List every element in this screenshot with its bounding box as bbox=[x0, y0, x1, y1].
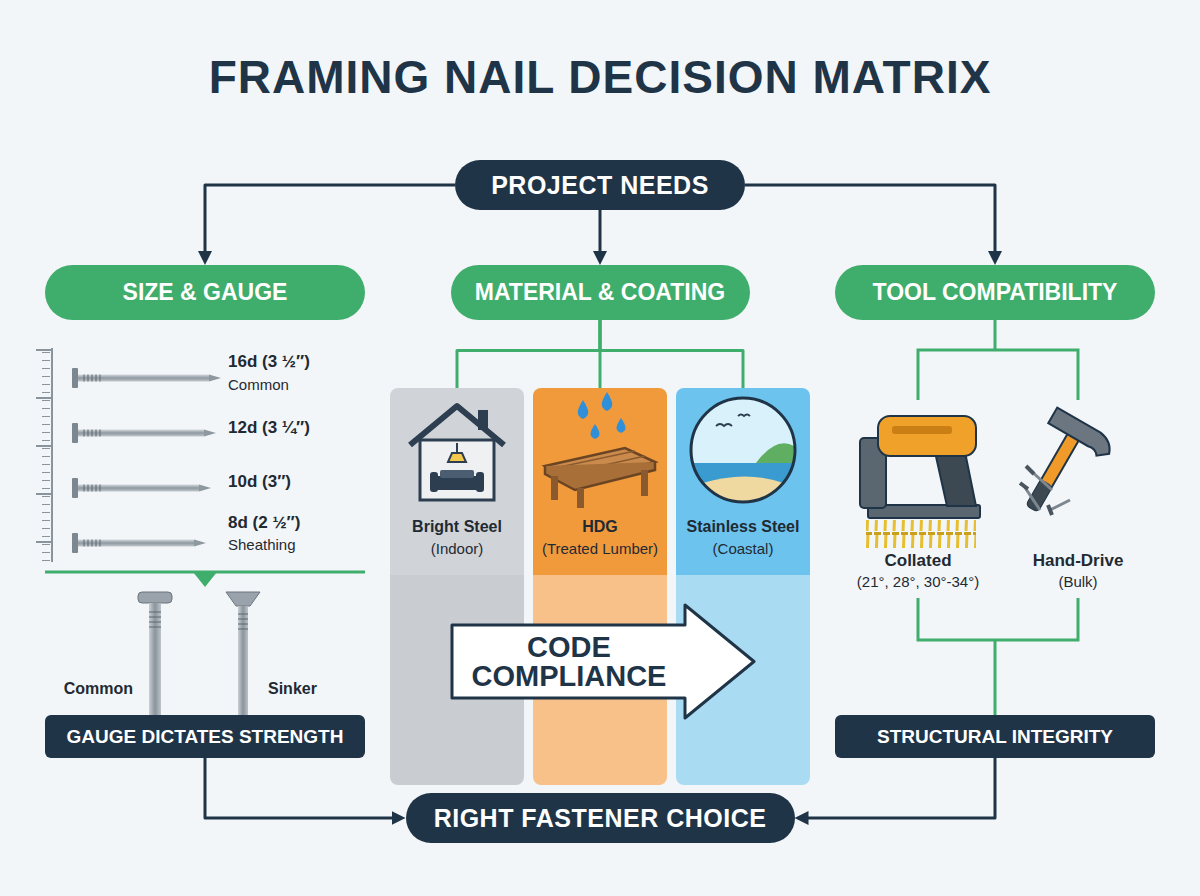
nail-12d-part bbox=[84, 430, 100, 437]
connector bbox=[745, 185, 995, 259]
result-bar: GAUGE DICTATES STRENGTH bbox=[45, 715, 365, 758]
nail-gun-part bbox=[866, 520, 976, 548]
node-heading: STRUCTURAL INTEGRITY bbox=[877, 726, 1113, 748]
node-heading: MATERIAL & COATING bbox=[475, 279, 725, 306]
common-nail-part bbox=[149, 603, 161, 715]
nail-type-label: Sheathing bbox=[228, 536, 296, 553]
node-heading: RIGHT FASTENER CHOICE bbox=[434, 804, 767, 833]
nail-12d-part bbox=[204, 430, 216, 437]
nail-16d-part bbox=[209, 375, 221, 382]
ruler-part bbox=[36, 350, 52, 542]
nail-size-label: 10d (3″) bbox=[228, 472, 291, 492]
nail-type-label: Sinker bbox=[268, 680, 317, 698]
nail-gun-part bbox=[935, 452, 976, 506]
column-icon bbox=[676, 388, 810, 513]
connector bbox=[600, 320, 743, 388]
nail-12d-part bbox=[78, 430, 204, 437]
tool-bracket-part bbox=[918, 320, 1078, 400]
tool-note: (Bulk) bbox=[1058, 573, 1097, 590]
category-pill: SIZE & GAUGE bbox=[45, 265, 365, 320]
hammer-part bbox=[1020, 466, 1052, 515]
node-heading: TOOL COMPATIBILITY bbox=[873, 279, 1118, 306]
connector bbox=[801, 758, 996, 818]
column-icon bbox=[390, 388, 524, 513]
nail-12d-part bbox=[72, 423, 78, 443]
connector bbox=[205, 185, 455, 259]
common-nail-part bbox=[138, 592, 172, 603]
category-pill: TOOL COMPATIBILITY bbox=[835, 265, 1155, 320]
nail-10d-part bbox=[84, 485, 100, 492]
node-heading: GAUGE DICTATES STRENGTH bbox=[67, 726, 344, 748]
nail-8d-part bbox=[194, 540, 206, 547]
common-nail bbox=[138, 592, 172, 715]
category-pill: MATERIAL & COATING bbox=[451, 265, 750, 320]
connector bbox=[457, 320, 600, 388]
column-icon-art bbox=[691, 398, 795, 502]
nail-size-label: 8d (2 ½″) bbox=[228, 513, 300, 533]
node-heading: HDG bbox=[582, 518, 618, 536]
hammer-part-part bbox=[1046, 408, 1116, 461]
node-subtext: (Treated Lumber) bbox=[542, 540, 658, 557]
nail-10d-part bbox=[199, 485, 211, 492]
connector bbox=[599, 210, 602, 259]
tool-bracket-part bbox=[918, 598, 1078, 715]
tool-note: (21°, 28°, 30°-34°) bbox=[857, 573, 979, 590]
nail-type-label: Common bbox=[228, 376, 289, 393]
connector bbox=[205, 758, 400, 818]
nail-12d bbox=[72, 423, 216, 443]
ruler-part bbox=[42, 348, 52, 562]
ruler bbox=[36, 348, 52, 562]
node-heading: PROJECT NEEDS bbox=[491, 171, 709, 200]
node-subtext: (Coastal) bbox=[713, 540, 774, 557]
tool-label: Hand-Drive bbox=[1033, 551, 1124, 571]
column-icon-art bbox=[545, 392, 655, 508]
compliance-arrow: CODE COMPLIANCE bbox=[450, 603, 757, 720]
column-icon bbox=[533, 388, 667, 513]
hammer-part bbox=[1007, 408, 1116, 529]
node-heading: Bright Steel bbox=[412, 518, 502, 536]
nail-gun-part bbox=[892, 426, 952, 434]
nail-10d-part bbox=[78, 485, 199, 492]
nail-10d bbox=[72, 478, 211, 498]
material-column: HDG (Treated Lumber) bbox=[533, 388, 667, 785]
node-heading: CODE COMPLIANCE bbox=[454, 625, 684, 698]
hammer-part bbox=[1024, 470, 1070, 510]
sinker-nail-part bbox=[226, 592, 260, 606]
nail-16d-part bbox=[84, 375, 100, 382]
nail-8d-part bbox=[84, 540, 100, 547]
node-heading: Stainless Steel bbox=[687, 518, 800, 536]
root-pill: PROJECT NEEDS bbox=[455, 160, 745, 210]
sinker-nail bbox=[226, 592, 260, 715]
nail-size-label: 16d (3 ½″) bbox=[228, 352, 310, 372]
sinker-nail-part bbox=[238, 614, 248, 629]
node-subtext: (Indoor) bbox=[431, 540, 484, 557]
nail-size-label: 12d (3 ¼″) bbox=[228, 418, 310, 438]
arrow-outline-shape bbox=[452, 605, 754, 718]
node-heading: SIZE & GAUGE bbox=[123, 279, 288, 306]
separator-line-part bbox=[193, 572, 217, 587]
material-column: Stainless Steel (Coastal) bbox=[676, 388, 810, 785]
separator-line bbox=[45, 572, 365, 587]
column-icon-art bbox=[410, 406, 504, 500]
nail-type-label: Common bbox=[64, 680, 133, 698]
nail-gun bbox=[860, 416, 980, 548]
hammer bbox=[1007, 408, 1116, 529]
nail-16d-part bbox=[72, 368, 78, 388]
nail-16d bbox=[72, 368, 221, 388]
common-nail-part bbox=[149, 612, 161, 627]
nail-16d-part bbox=[78, 375, 209, 382]
nail-8d-part bbox=[78, 540, 194, 547]
diagram-title: FRAMING NAIL DECISION MATRIX bbox=[0, 50, 1200, 104]
outcome-pill: RIGHT FASTENER CHOICE bbox=[406, 793, 795, 843]
material-column: Bright Steel (Indoor) bbox=[390, 388, 524, 785]
nail-10d-part bbox=[72, 478, 78, 498]
tool-label: Collated bbox=[884, 551, 951, 571]
result-bar: STRUCTURAL INTEGRITY bbox=[835, 715, 1155, 758]
nail-8d bbox=[72, 533, 206, 553]
sinker-nail-part bbox=[238, 606, 248, 715]
nail-8d-part bbox=[72, 533, 78, 553]
nail-gun-part bbox=[878, 416, 976, 456]
